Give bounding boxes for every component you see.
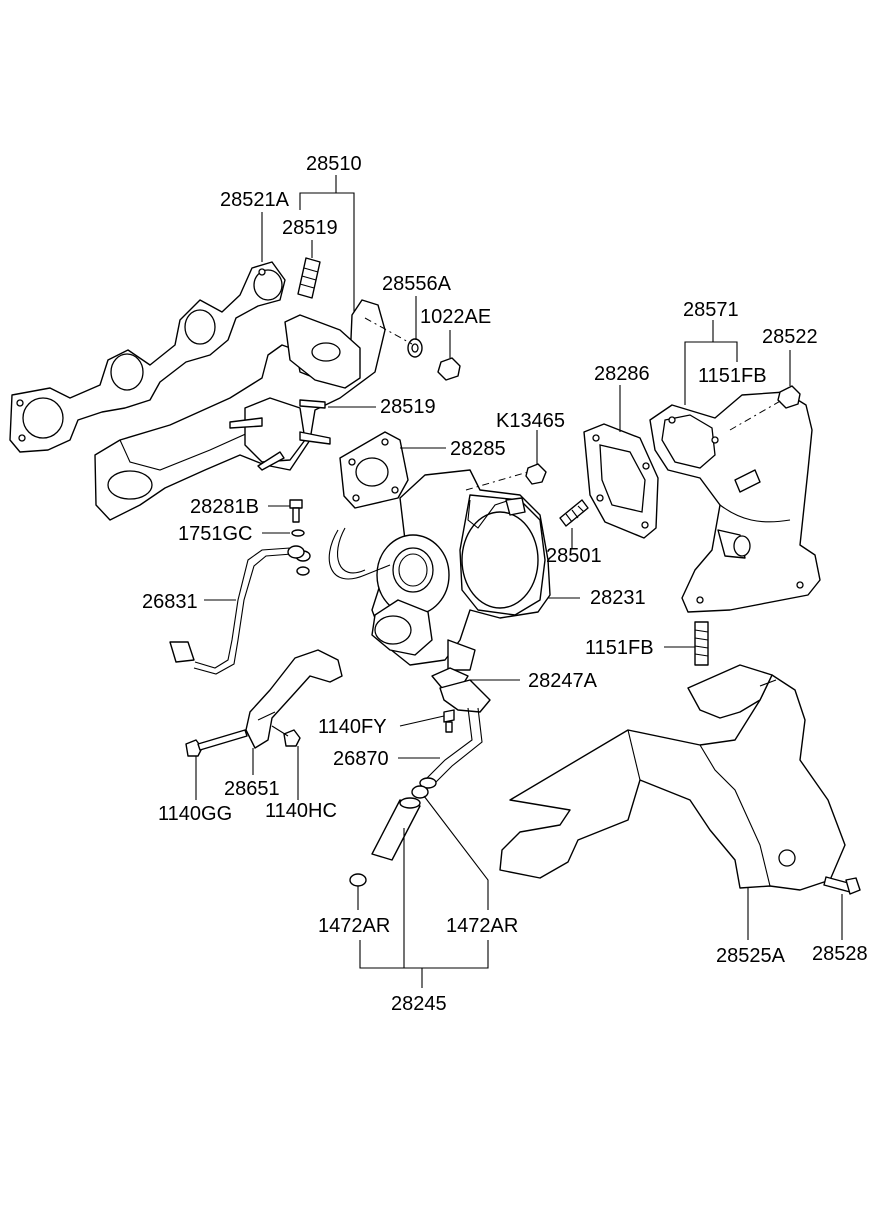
gasket-28286[interactable] [583, 423, 659, 539]
clamp-1472AR-top[interactable] [411, 785, 429, 799]
label-28281B: 28281B [190, 496, 259, 518]
label-1751GC: 1751GC [178, 523, 253, 545]
label-1472AR-right: 1472AR [446, 915, 518, 937]
exhaust-elbow-28571[interactable] [649, 391, 821, 613]
label-28519-mid: 28519 [380, 396, 436, 418]
oil-return-pipe-26870[interactable] [419, 679, 491, 789]
clamp-1472AR-bottom[interactable] [349, 873, 367, 887]
label-28651: 28651 [224, 778, 280, 800]
label-28522: 28522 [762, 326, 818, 348]
label-28556A: 28556A [382, 273, 452, 295]
hose-28245[interactable] [371, 797, 421, 861]
exhaust-manifold-28510[interactable] [94, 299, 386, 521]
label-1140HC: 1140HC [265, 800, 337, 822]
stud-28519-top[interactable] [297, 257, 321, 299]
label-28501: 28501 [546, 545, 602, 567]
washer-28556A[interactable] [407, 338, 423, 358]
label-26831: 26831 [142, 591, 198, 613]
bolt-1140GG[interactable] [185, 729, 248, 757]
label-K13465: K13465 [496, 410, 565, 432]
label-28231: 28231 [590, 587, 646, 609]
nut-1022AE[interactable] [437, 357, 461, 381]
label-28519-top: 28519 [282, 217, 338, 239]
label-28571: 28571 [683, 299, 739, 321]
label-28510: 28510 [306, 153, 362, 175]
label-28525A: 28525A [716, 945, 786, 967]
label-1140GG: 1140GG [158, 803, 232, 825]
label-26870: 26870 [333, 748, 389, 770]
label-1022AE: 1022AE [420, 306, 491, 328]
heat-shield-28525A[interactable] [499, 664, 846, 891]
label-1151FB-top: 1151FB [698, 365, 767, 387]
label-28528: 28528 [812, 943, 868, 965]
label-28521A: 28521A [220, 189, 290, 211]
leader-lines [195, 175, 843, 988]
label-28245: 28245 [391, 993, 447, 1015]
stud-28501[interactable] [559, 499, 589, 527]
bolt-28281B[interactable] [289, 499, 303, 523]
nut-K13465[interactable] [525, 463, 547, 485]
label-1472AR-left: 1472AR [318, 915, 390, 937]
label-28247A: 28247A [528, 670, 598, 692]
label-1151FB-bottom: 1151FB [585, 637, 654, 659]
label-28285: 28285 [450, 438, 506, 460]
stud-1151FB[interactable] [694, 621, 709, 666]
bolt-1140HC[interactable] [271, 725, 301, 747]
manifold-gasket-28521A[interactable] [9, 261, 286, 453]
bolt-28528[interactable] [823, 876, 861, 895]
bracket-28651[interactable] [245, 649, 343, 749]
nut-28522[interactable] [777, 385, 801, 409]
turbo-gasket-28285[interactable] [339, 431, 409, 509]
oil-feed-pipe-26831[interactable] [169, 545, 305, 675]
bolt-1140FY[interactable] [443, 709, 455, 733]
label-1140FY: 1140FY [318, 716, 387, 738]
label-28286: 28286 [594, 363, 650, 385]
turbocharger-28231[interactable] [328, 469, 551, 671]
